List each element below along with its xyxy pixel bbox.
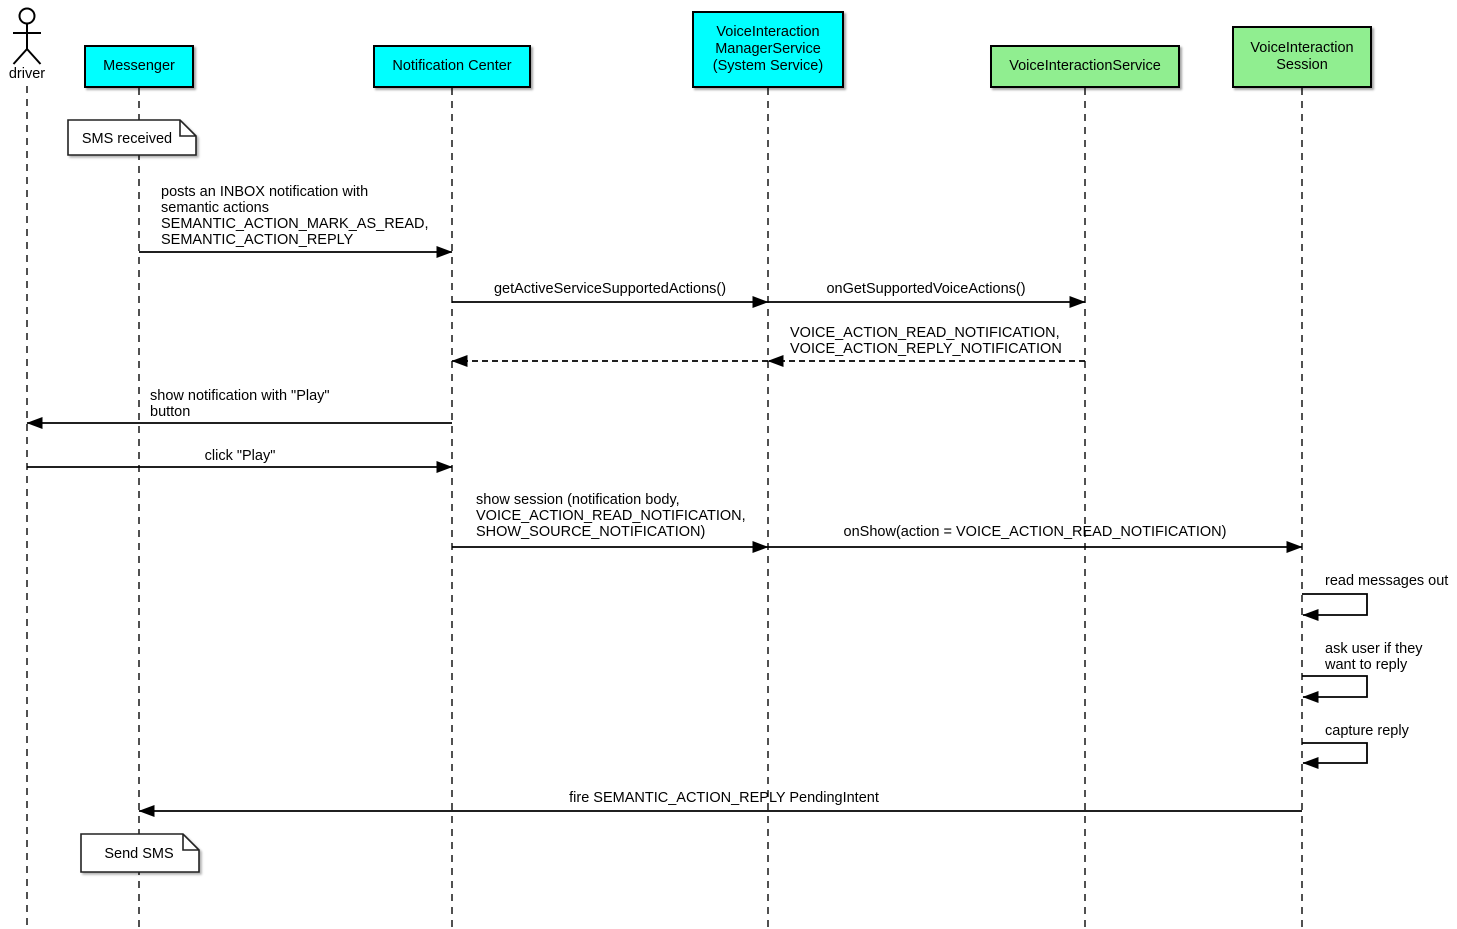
note-sms-received: SMS received xyxy=(67,119,197,156)
message-label-on-get-supported-voice-actions: onGetSupportedVoiceActions() xyxy=(826,281,1026,297)
message-label-fire-semantic-action-reply: fire SEMANTIC_ACTION_REPLY PendingIntent xyxy=(569,790,879,806)
participant-notification-center: Notification Center xyxy=(373,45,531,88)
participant-messenger: Messenger xyxy=(84,45,194,88)
note-sms-received-text: SMS received xyxy=(82,131,172,147)
message-label-show-session: show session (notification body, VOICE_A… xyxy=(476,492,746,540)
message-label-ask-user-reply: ask user if they want to reply xyxy=(1325,641,1423,673)
note-send-sms: Send SMS xyxy=(80,833,200,873)
self-arrow-capture-reply xyxy=(1302,742,1368,769)
participant-voiceinteractionservice: VoiceInteractionService xyxy=(990,45,1180,88)
participant-voiceinteraction-managerservice: VoiceInteraction ManagerService (System … xyxy=(692,11,844,88)
message-label-read-messages-out: read messages out xyxy=(1325,573,1449,589)
message-label-capture-reply: capture reply xyxy=(1325,723,1409,739)
message-label-posts-inbox-notification: posts an INBOX notification with semanti… xyxy=(161,184,429,248)
message-label-show-notification-play: show notification with "Play" button xyxy=(150,388,330,420)
message-label-on-show: onShow(action = VOICE_ACTION_READ_NOTIFI… xyxy=(843,524,1227,540)
message-label-click-play: click "Play" xyxy=(204,448,276,464)
actor-driver-icon xyxy=(12,7,42,65)
participant-voiceinteraction-session: VoiceInteraction Session xyxy=(1232,26,1372,88)
message-label-get-active-service-supported-actions: getActiveServiceSupportedActions() xyxy=(493,281,727,297)
self-arrow-read-messages-out xyxy=(1302,593,1368,621)
note-send-sms-text: Send SMS xyxy=(104,846,173,862)
self-arrow-ask-user-reply xyxy=(1302,675,1368,703)
message-label-return-voice-actions: VOICE_ACTION_READ_NOTIFICATION, VOICE_AC… xyxy=(790,325,1062,357)
actor-driver-label: driver xyxy=(8,66,46,82)
